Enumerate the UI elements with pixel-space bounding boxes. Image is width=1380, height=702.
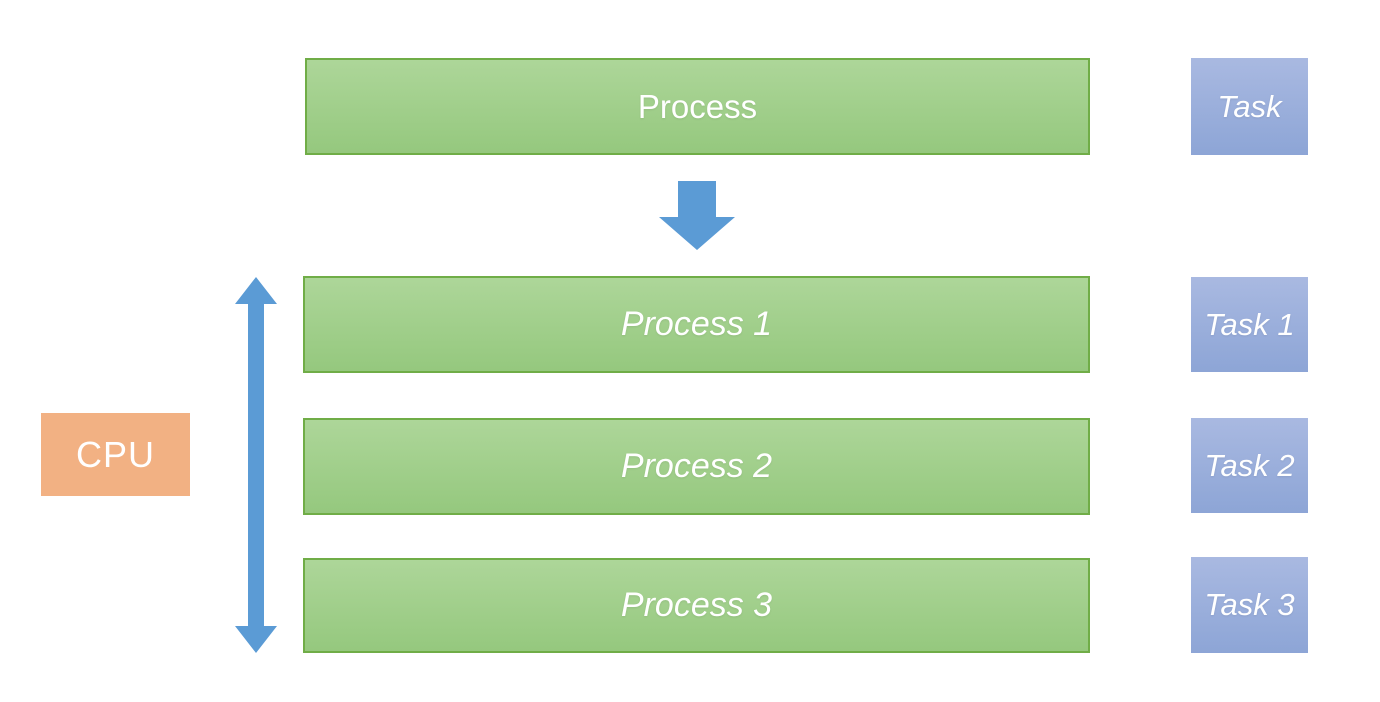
process-1-bar: Process 1 xyxy=(303,276,1090,373)
task-2-label: Task 2 xyxy=(1204,447,1295,483)
task-1-box: Task 1 xyxy=(1191,277,1308,372)
process-3-bar: Process 3 xyxy=(303,558,1090,653)
task-3-box: Task 3 xyxy=(1191,557,1308,653)
process-3-label: Process 3 xyxy=(620,586,773,624)
process-2-label: Process 2 xyxy=(620,447,773,485)
process-bar-label: Process xyxy=(637,87,758,125)
cpu-label: CPU xyxy=(75,433,155,475)
process-1-label: Process 1 xyxy=(620,305,773,343)
task-box: Task xyxy=(1191,58,1308,155)
process-bar: Process xyxy=(305,58,1090,155)
process-2-bar: Process 2 xyxy=(303,418,1090,515)
task-2-box: Task 2 xyxy=(1191,418,1308,513)
cpu-box: CPU xyxy=(41,413,190,496)
task-3-label: Task 3 xyxy=(1204,587,1295,622)
task-1-label: Task 1 xyxy=(1204,306,1295,342)
down-arrow-icon xyxy=(659,181,735,250)
task-box-label: Task xyxy=(1217,88,1282,124)
vertical-double-arrow-icon xyxy=(235,277,277,653)
